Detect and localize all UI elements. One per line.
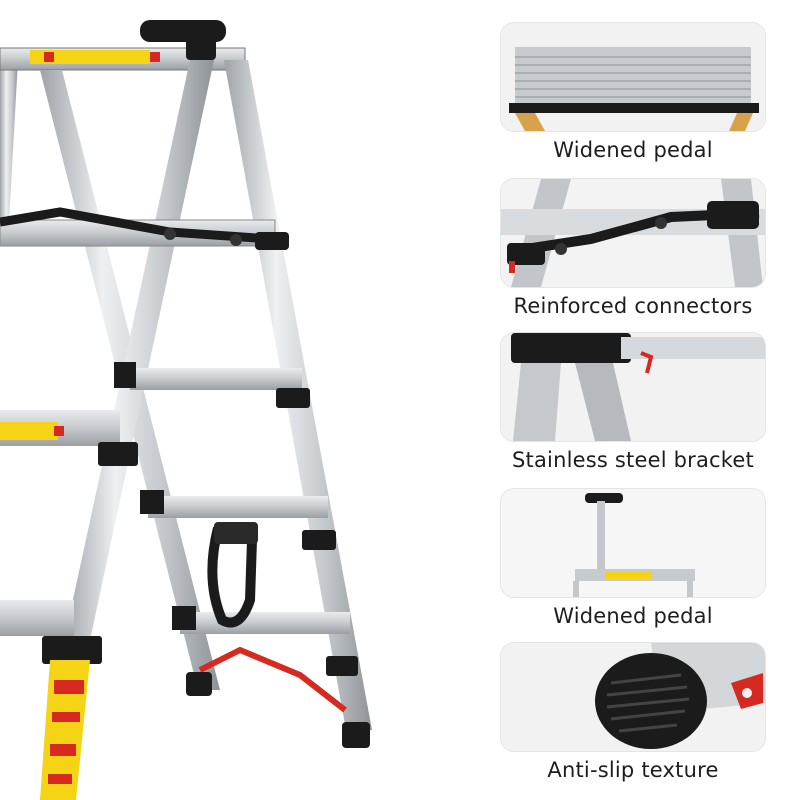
feature-caption: Widened pedal (553, 138, 713, 162)
feature-image-connectors (500, 178, 766, 288)
feature-caption: Anti-slip texture (547, 758, 719, 782)
feature-image-pedal-top (500, 22, 766, 132)
feature-caption: Reinforced connectors (513, 294, 753, 318)
feature-image-ladder-top (500, 488, 766, 598)
feature-image-anti-slip-foot (500, 642, 766, 752)
feature-caption: Stainless steel bracket (512, 448, 754, 472)
feature-caption: Widened pedal (553, 604, 713, 628)
ladder-photo (0, 20, 372, 800)
feature-image-bracket (500, 332, 766, 442)
